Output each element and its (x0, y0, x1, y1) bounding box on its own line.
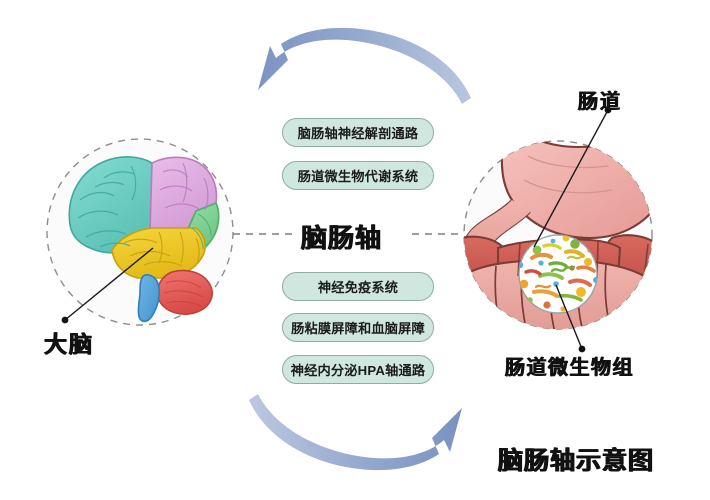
leader-lines (61, 106, 612, 353)
gut-to-brain-arrow (258, 27, 471, 104)
brain-to-gut-arrow (249, 394, 462, 471)
gut-microbiome-label: 肠道微生物组 (505, 355, 634, 379)
diagram-title: 脑肠轴示意图 (498, 446, 655, 475)
brain-label: 大脑 (44, 332, 94, 358)
gut-label: 肠道 (578, 89, 622, 113)
brain-illustration (68, 156, 220, 323)
pathway-box-microbial-metabolism[interactable]: 肠道微生物代谢系统 (282, 161, 434, 190)
pathway-box-neuroanatomic[interactable]: 脑肠轴神经解剖通路 (282, 118, 434, 147)
gut-brain-axis-label: 脑肠轴 (301, 224, 383, 254)
pathway-box-barriers[interactable]: 肠粘膜屏障和血脑屏障 (282, 313, 434, 342)
microbiome-disc (518, 234, 598, 314)
pathway-box-neuroimmune[interactable]: 神经免疫系统 (282, 272, 434, 301)
pathway-box-hpa-axis[interactable]: 神经内分泌HPA轴通路 (282, 355, 434, 384)
